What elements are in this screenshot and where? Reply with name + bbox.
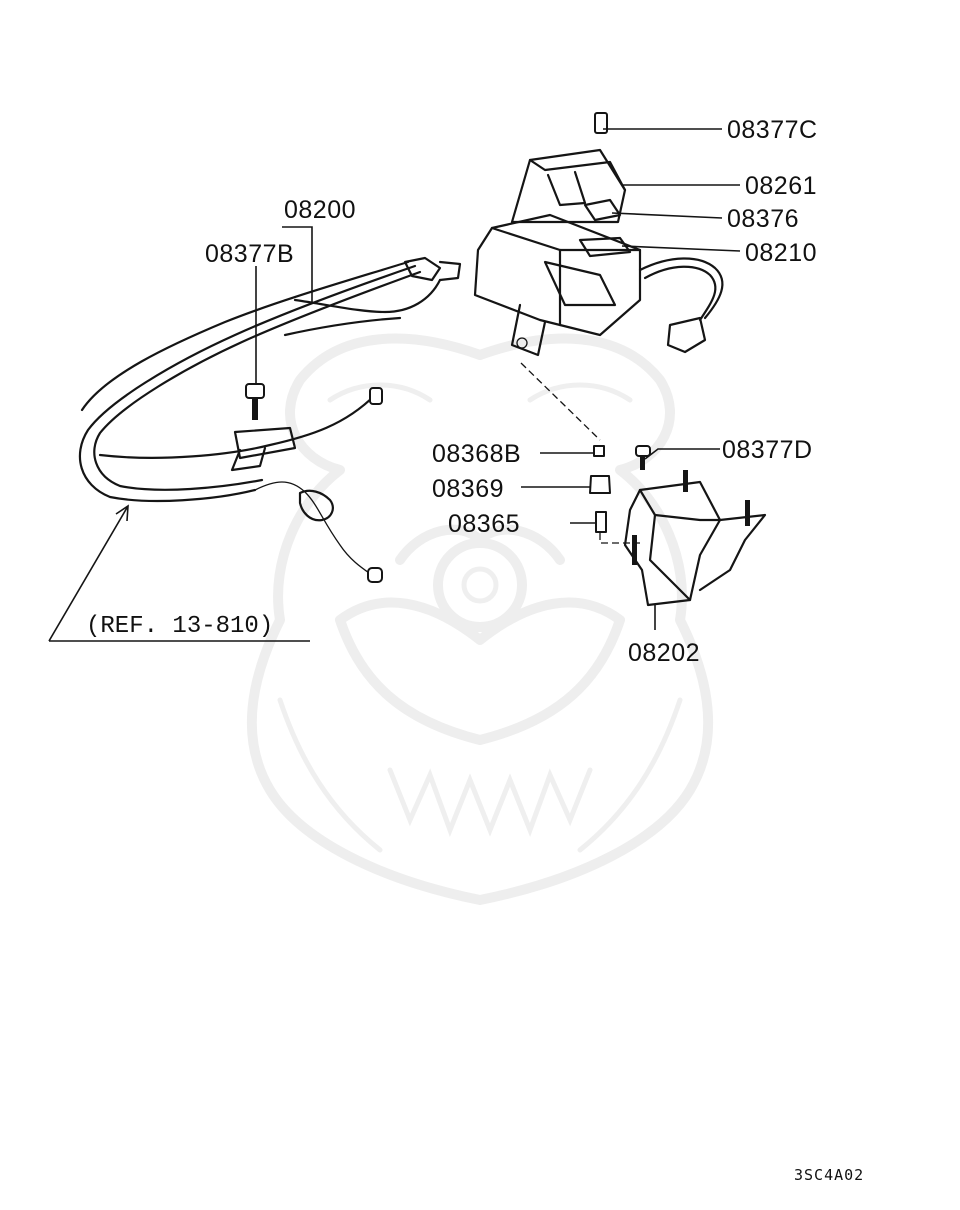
bolt-08377b [245,383,265,420]
controller-unit [473,112,724,357]
cable-end-tip [369,387,383,405]
label-08377d: 08377D [722,436,813,464]
label-08377c: 08377C [727,116,818,144]
part-labels: 08377C 08261 08376 08210 08200 08377B 08… [86,116,864,1184]
label-08261: 08261 [745,172,817,200]
label-08202: 08202 [628,639,700,667]
nut-08368b [593,445,605,457]
collar-08365 [595,511,607,533]
label-08376: 08376 [727,205,799,233]
bolt-08377d [635,445,651,457]
leader-lines [48,128,741,642]
label-08210: 08210 [745,239,817,267]
watermark-emblem [246,333,714,905]
label-08200: 08200 [284,196,356,224]
bushing-08369 [589,475,611,494]
cable-end-eyelet [367,567,383,583]
label-08365: 08365 [448,510,520,538]
label-08368b: 08368B [432,440,521,468]
drawing-code: 3SC4A02 [794,1166,864,1184]
label-08377b: 08377B [205,240,294,268]
cable-assembly [78,256,462,583]
label-08369: 08369 [432,475,504,503]
bolt-08377c [594,112,608,134]
mounting-bracket [589,445,767,607]
reference-label: (REF. 13-810) [86,613,273,640]
